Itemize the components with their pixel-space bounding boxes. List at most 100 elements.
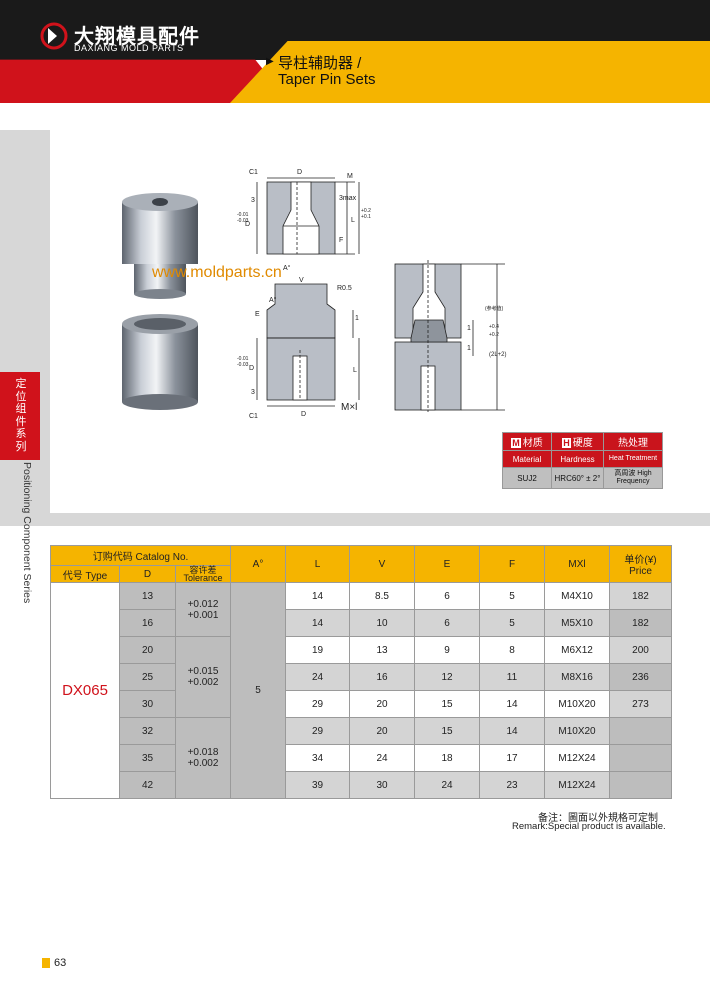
- header-d: D: [119, 565, 176, 583]
- cell-v: 24: [349, 744, 415, 772]
- hardness-value: HRC60° ± 2°: [551, 467, 604, 489]
- cell-l: 24: [285, 663, 350, 691]
- cell-d: 30: [119, 690, 176, 718]
- dim-three-max: 3max: [339, 195, 357, 202]
- cell-v: 16: [349, 663, 415, 691]
- cell-d: 42: [119, 771, 176, 799]
- dim-total-tol-lower: +0.2: [489, 332, 499, 338]
- cell-f: 17: [479, 744, 545, 772]
- product-photo: [122, 193, 198, 410]
- cell-e: 18: [414, 744, 480, 772]
- material-sub: Material: [502, 450, 552, 468]
- hardness-h-icon: H: [562, 438, 571, 448]
- cell-e: 15: [414, 690, 480, 718]
- header-type: 代号 Type: [50, 565, 120, 583]
- dim-c1-top: C1: [249, 169, 258, 176]
- brand-name-cn: 大翔模具配件: [74, 26, 200, 48]
- cell-price: [609, 771, 672, 799]
- brand-name-en: DAXIANG MOLD PARTS: [74, 43, 184, 53]
- side-tab: [0, 372, 40, 460]
- cell-d: 13: [119, 582, 176, 610]
- dim-f: F: [339, 237, 343, 244]
- dim-d-tol-top-lower: -0.03: [237, 218, 249, 224]
- dim-d-bottom: D: [301, 411, 306, 418]
- cell-price: 182: [609, 582, 672, 610]
- cell-mxl: M10X20: [544, 717, 610, 745]
- table-row: DX065 13 +0.012 +0.001 5 14 8.5 6 5 M4X1…: [50, 582, 672, 799]
- cell-mxl: M10X20: [544, 690, 610, 718]
- cell-d: 16: [119, 609, 176, 637]
- tolerance-group: +0.015 +0.002: [175, 636, 231, 718]
- header-mxl: MXl: [544, 545, 610, 583]
- dim-total: (2L+2): [489, 352, 507, 358]
- cell-price: 273: [609, 690, 672, 718]
- dim-d-top: D: [297, 169, 302, 176]
- cell-mxl: M12X24: [544, 744, 610, 772]
- cell-f: 8: [479, 636, 545, 664]
- cell-l: 19: [285, 636, 350, 664]
- dim-d-tol-top: D: [245, 221, 250, 228]
- dim-a-deg: A°: [283, 264, 291, 272]
- heat-sub: Heat Treatment: [603, 450, 663, 468]
- cell-l: 14: [285, 609, 350, 637]
- hardness-sub: Hardness: [551, 450, 604, 468]
- page-title-en: Taper Pin Sets: [278, 71, 376, 88]
- dim-one-a: 1: [467, 325, 471, 332]
- dim-d-bot: D: [249, 365, 254, 372]
- cell-f: 11: [479, 663, 545, 691]
- remark-cn: 备注：圖面以外規格可定制: [538, 813, 658, 824]
- cell-mxl: M4X10: [544, 582, 610, 610]
- header-a: A°: [230, 545, 286, 583]
- tolerance-group: +0.012 +0.001: [175, 582, 231, 637]
- cell-f: 23: [479, 771, 545, 799]
- header-tolerance: 容许差 Tolerance: [175, 565, 231, 583]
- cell-price: [609, 744, 672, 772]
- side-tab-label-cn: 定位组件系列: [15, 378, 27, 453]
- dim-v: V: [299, 277, 304, 284]
- cell-f: 5: [479, 609, 545, 637]
- page-title-cn: 导柱辅助器 /: [278, 55, 362, 72]
- cell-v: 30: [349, 771, 415, 799]
- cell-mxl: M8X16: [544, 663, 610, 691]
- dim-l-tol-upper: +0.2: [361, 208, 371, 214]
- side-tab-label-en-wrap: Positioning Component Series: [20, 462, 34, 612]
- cell-d: 25: [119, 663, 176, 691]
- brand-logo-icon: [40, 22, 68, 50]
- cell-d: 32: [119, 717, 176, 745]
- dim-r05: R0.5: [337, 285, 352, 292]
- table-row: 20 +0.015 +0.002 19 13 9 8 M6X12 200: [51, 636, 672, 718]
- cell-f: 14: [479, 690, 545, 718]
- dim-c1-bot: C1: [249, 413, 258, 420]
- header-price-cn: 单价(¥): [624, 555, 657, 566]
- table-row: 32 +0.018 +0.002 29 20 15 14 M10X20: [51, 717, 672, 799]
- dim-one: 1: [355, 315, 359, 322]
- type-code: DX065: [50, 582, 120, 799]
- dim-a-side: A°: [269, 296, 277, 304]
- cell-l: 39: [285, 771, 350, 799]
- table-row: 16 14 10 6 5 M5X10 182: [51, 609, 672, 637]
- dim-e: E: [255, 311, 260, 318]
- header-tolerance-cn: 容许差: [189, 565, 217, 575]
- side-tab-label-en: Positioning Component Series: [21, 462, 33, 604]
- cell-price: [609, 717, 672, 745]
- cell-price: 236: [609, 663, 672, 691]
- dim-total-note: (参考值): [485, 305, 504, 312]
- cell-mxl: M12X24: [544, 771, 610, 799]
- dim-total-tol-upper: +0.4: [489, 324, 499, 330]
- cell-l: 14: [285, 582, 350, 610]
- catalog-table: 订购代码 Catalog No. A° L V E F MXl 单价(¥) Pr…: [50, 545, 672, 799]
- technical-drawing: C1 D M 3 3max D -0.01 -0.03 L +0.2 +0.1 …: [237, 169, 507, 420]
- cell-v: 8.5: [349, 582, 415, 610]
- tolerance-group: +0.018 +0.002: [175, 717, 231, 799]
- dim-d-tol-bot-lower: -0.03: [237, 362, 249, 368]
- header-l: L: [285, 545, 350, 583]
- cell-f: 14: [479, 717, 545, 745]
- cell-l: 29: [285, 690, 350, 718]
- cell-e: 15: [414, 717, 480, 745]
- cell-v: 10: [349, 609, 415, 637]
- dim-three-bot: 3: [251, 389, 255, 396]
- dim-m: M: [347, 173, 353, 180]
- header-v: V: [349, 545, 415, 583]
- dim-mxl: M×l: [341, 402, 357, 413]
